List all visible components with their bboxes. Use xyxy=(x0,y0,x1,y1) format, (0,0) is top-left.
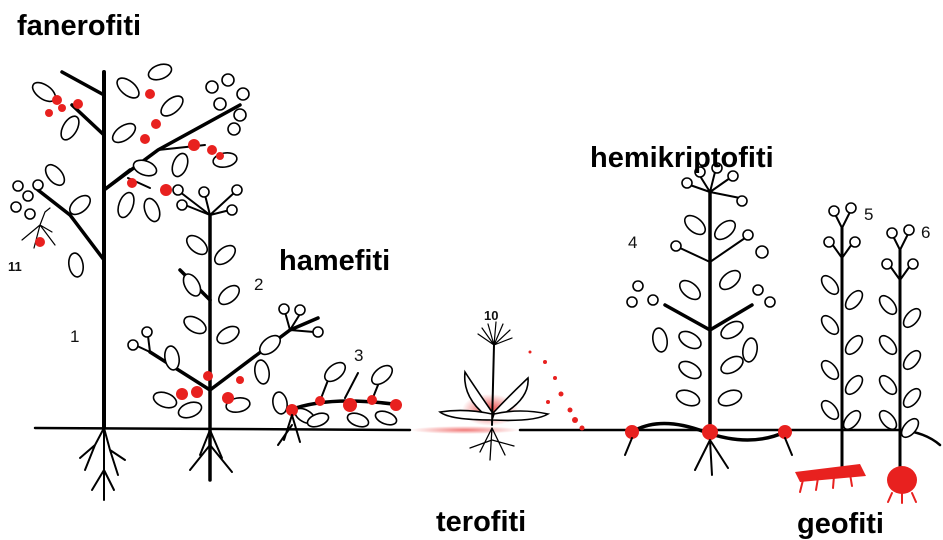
bulb xyxy=(887,466,917,494)
number-2: 2 xyxy=(254,275,263,294)
number-6: 6 xyxy=(921,223,930,242)
label-hamefiti: hamefiti xyxy=(279,245,390,277)
phanerophyte-tree xyxy=(11,61,249,500)
rhizome xyxy=(795,464,866,482)
ground-gap-terofit xyxy=(410,426,520,434)
therophyte-plant xyxy=(440,322,585,460)
number-10: 10 xyxy=(484,308,498,323)
geophyte-rhizome xyxy=(795,203,866,492)
hemicryptophyte-plant xyxy=(625,163,792,475)
number-4: 4 xyxy=(628,233,637,252)
label-fanerofiti: fanerofiti xyxy=(17,10,141,42)
label-geofiti: geofiti xyxy=(797,508,884,540)
label-hemikriptofiti: hemikriptofiti xyxy=(590,142,774,174)
chamaephyte-creeping xyxy=(271,359,402,445)
number-11: 11 xyxy=(8,259,22,274)
chamaephyte-shrub xyxy=(128,185,323,480)
number-1: 1 xyxy=(70,327,79,346)
geophyte-bulb xyxy=(876,225,923,503)
label-terofiti: terofiti xyxy=(436,506,526,538)
number-3: 3 xyxy=(354,346,363,365)
number-5: 5 xyxy=(864,205,873,224)
